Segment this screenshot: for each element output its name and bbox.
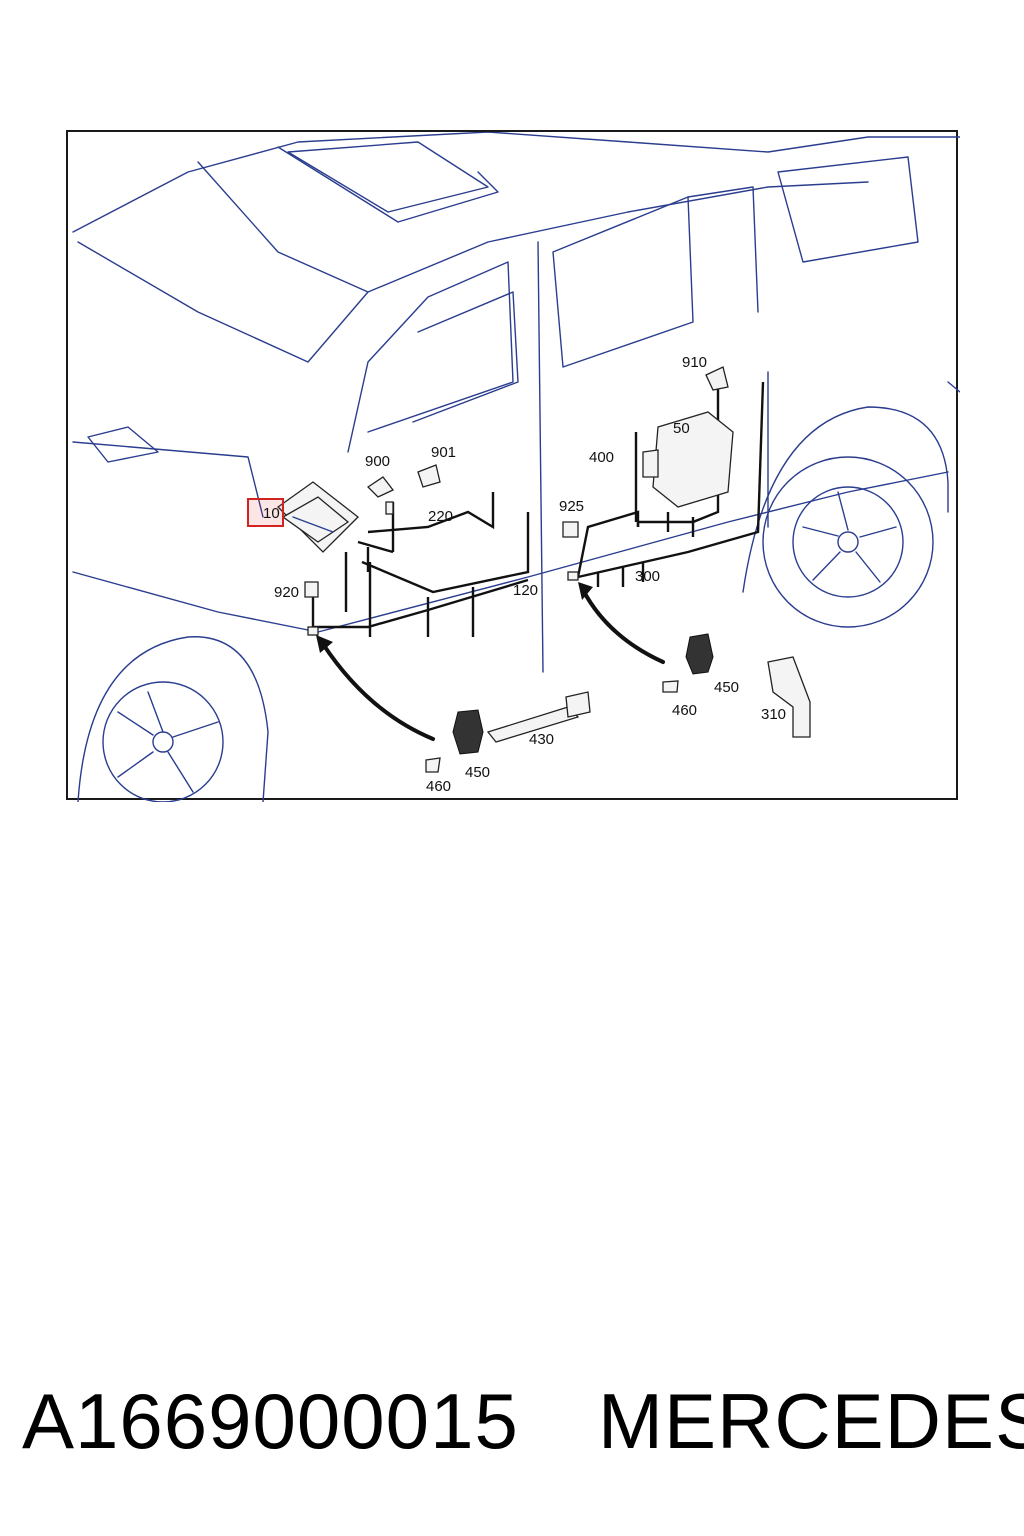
callout-450-front: 450 bbox=[465, 764, 490, 781]
parts-diagram: 10 50 120 220 300 310 400 430 450 450 46… bbox=[66, 130, 960, 802]
callout-310: 310 bbox=[761, 706, 786, 723]
callout-400: 400 bbox=[589, 449, 614, 466]
callout-120: 120 bbox=[513, 582, 538, 599]
part-number: A1669000015 bbox=[22, 1377, 519, 1465]
callout-900: 900 bbox=[365, 453, 390, 470]
connectors bbox=[304, 366, 729, 636]
callout-50: 50 bbox=[673, 420, 690, 437]
brand-name: MERCEDES bbox=[598, 1377, 1024, 1465]
callout-910: 910 bbox=[682, 354, 707, 371]
callout-901: 901 bbox=[431, 444, 456, 461]
control-unit-400 bbox=[642, 411, 734, 508]
car-body-outline bbox=[72, 132, 960, 673]
callout-220: 220 bbox=[428, 508, 453, 525]
callout-460-rear: 460 bbox=[672, 702, 697, 719]
callout-10: 10 bbox=[263, 505, 280, 522]
callout-460-front: 460 bbox=[426, 778, 451, 795]
footer-caption: A1669000015 MERCEDES bbox=[0, 1376, 1024, 1466]
control-unit-10 bbox=[276, 481, 359, 553]
callout-925: 925 bbox=[559, 498, 584, 515]
rear-wheel bbox=[742, 406, 949, 628]
vehicle-wiring-illustration: 10 50 120 220 300 310 400 430 450 450 46… bbox=[72, 132, 960, 802]
loose-parts bbox=[425, 633, 811, 773]
assembly-arrows bbox=[316, 582, 665, 741]
highlight-box-10 bbox=[247, 498, 284, 527]
callout-450-rear: 450 bbox=[714, 679, 739, 696]
callout-300: 300 bbox=[635, 568, 660, 585]
front-wheel bbox=[77, 636, 269, 802]
callout-430: 430 bbox=[529, 731, 554, 748]
callout-920: 920 bbox=[274, 584, 299, 601]
